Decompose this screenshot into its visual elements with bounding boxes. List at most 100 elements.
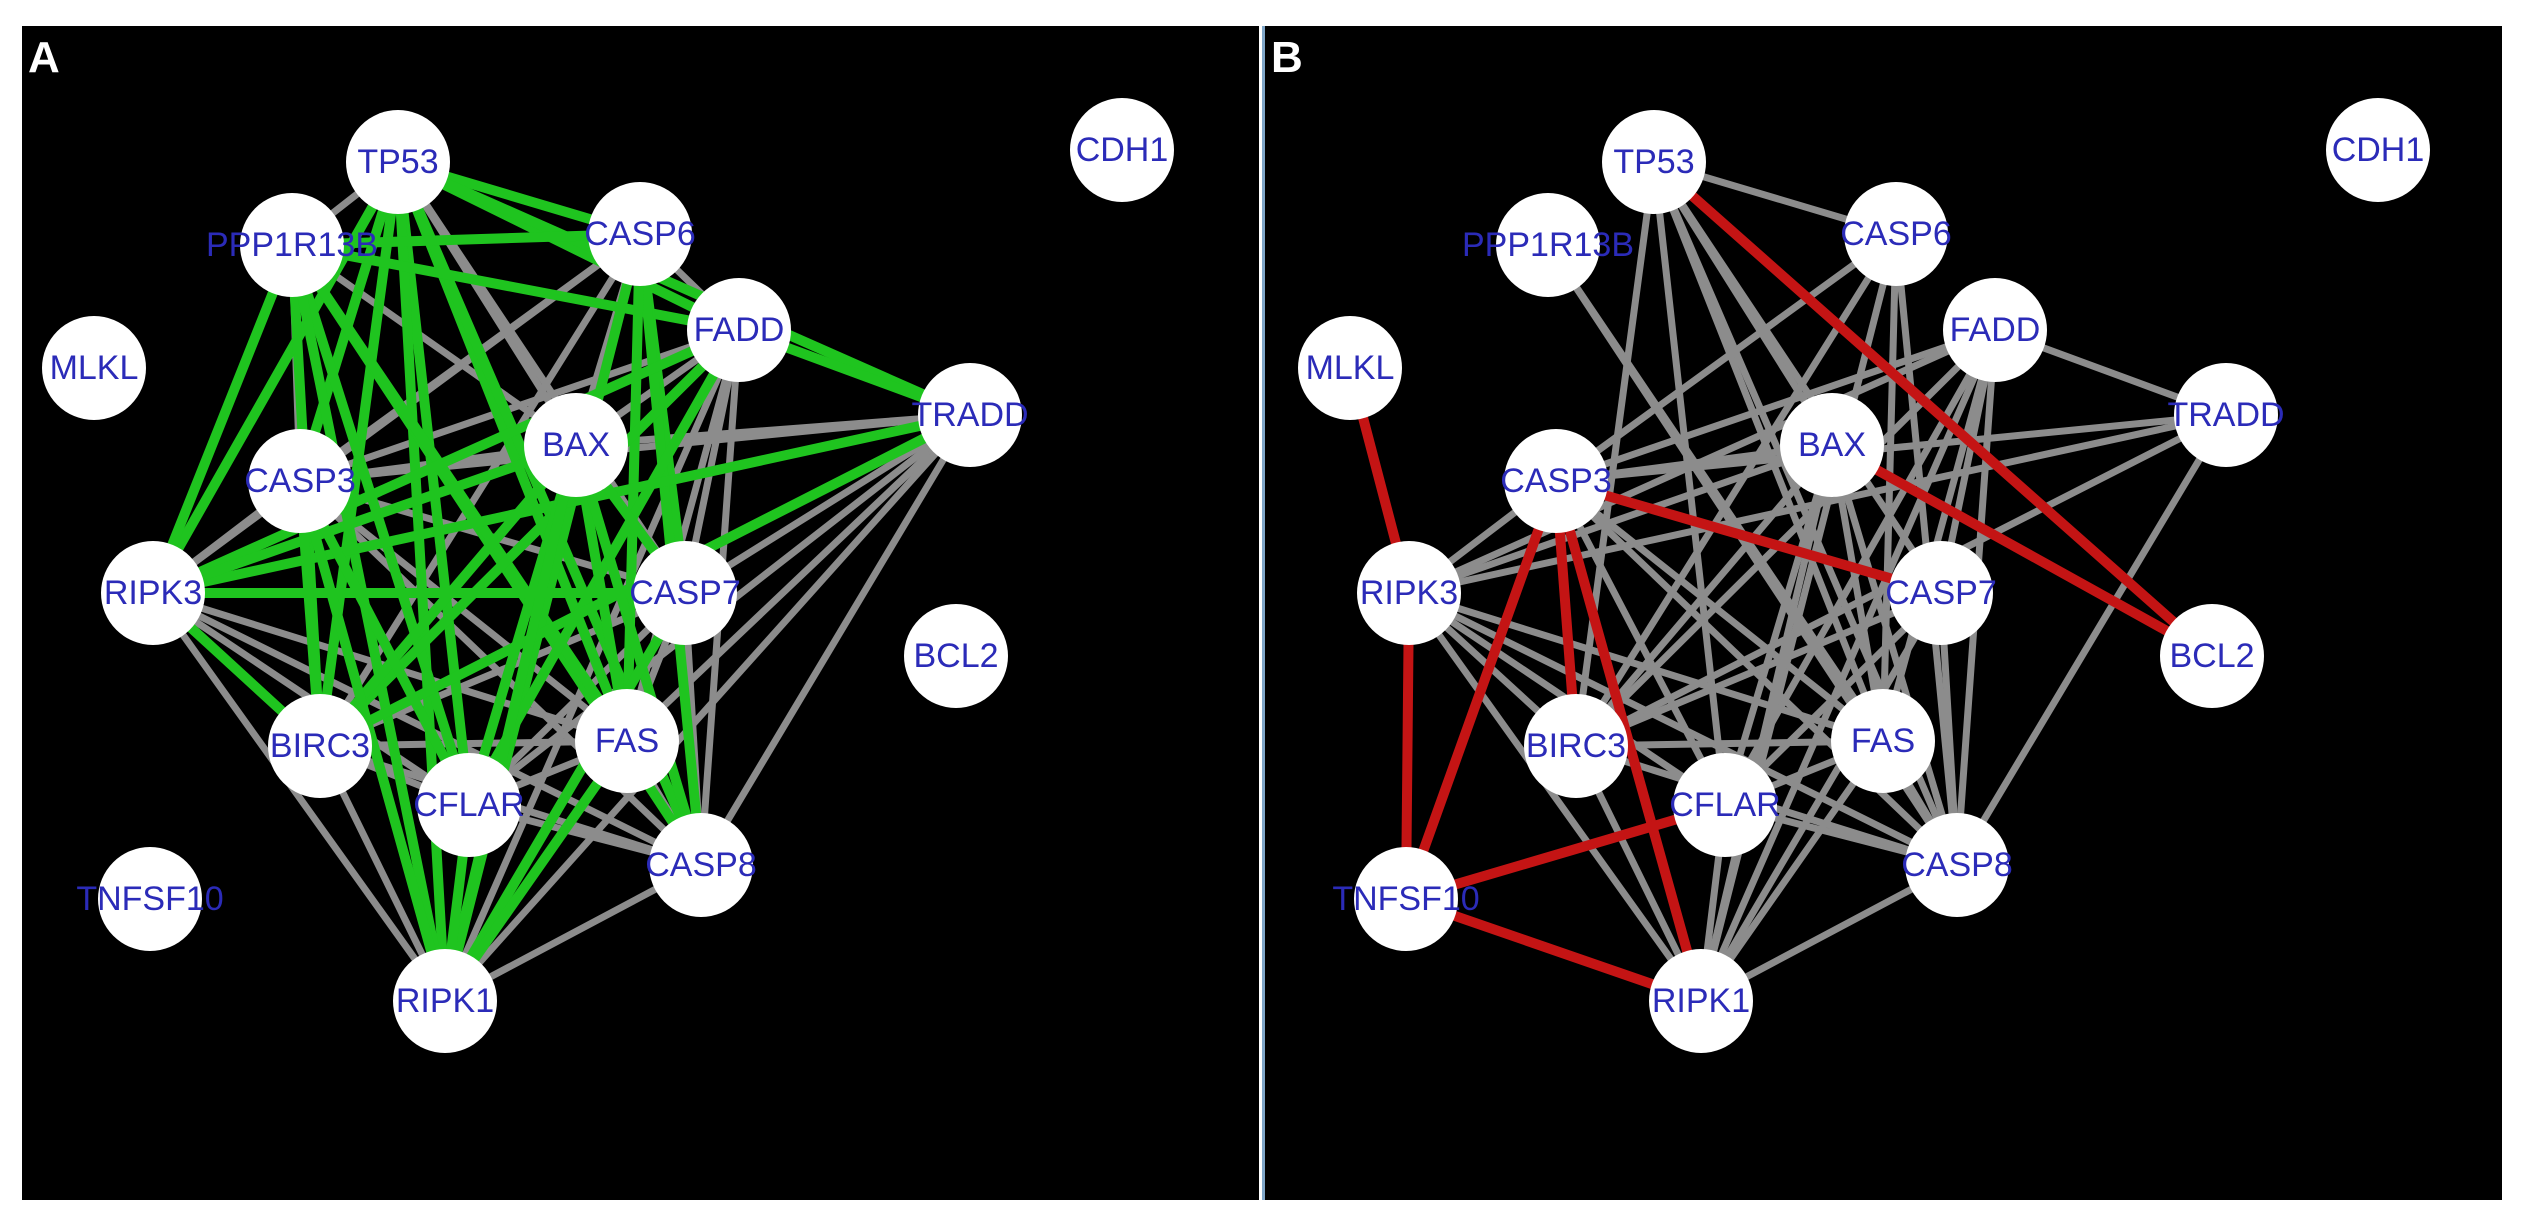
- edge-casp3-ripk1: [295, 476, 450, 1006]
- node-label: TP53: [357, 143, 438, 181]
- node-casp8[interactable]: CASP8: [645, 813, 757, 917]
- node-circle: [98, 847, 202, 951]
- node-circle: [1889, 541, 1993, 645]
- node-label: BAX: [1798, 426, 1866, 464]
- node-label: TP53: [1613, 143, 1694, 181]
- node-label: PPP1R13B: [1462, 226, 1634, 264]
- edge-bax-ripk1: [440, 440, 581, 1006]
- node-circle: [1357, 541, 1461, 645]
- edge-casp6-casp3: [1552, 230, 1900, 485]
- node-tp53[interactable]: TP53: [1602, 110, 1706, 214]
- node-ripk1[interactable]: RIPK1: [393, 949, 497, 1053]
- node-label: BIRC3: [1526, 727, 1626, 765]
- edge-tnfsf10-ripk1: [1401, 894, 1706, 1006]
- node-casp6[interactable]: CASP6: [584, 182, 696, 286]
- node-cflar[interactable]: CFLAR: [413, 753, 525, 857]
- node-casp7[interactable]: CASP7: [1885, 541, 1997, 645]
- node-label: CFLAR: [413, 786, 524, 824]
- node-fadd[interactable]: FADD: [687, 278, 791, 382]
- edge-tp53-ripk3: [148, 157, 403, 598]
- node-casp3[interactable]: CASP3: [244, 429, 356, 533]
- node-label: CASP6: [584, 215, 696, 253]
- node-casp7[interactable]: CASP7: [629, 541, 741, 645]
- node-mlkl[interactable]: MLKL: [1298, 316, 1402, 420]
- node-label: CDH1: [2332, 131, 2425, 169]
- node-circle: [1831, 689, 1935, 793]
- edge-tp53-ripk1: [393, 157, 450, 1006]
- node-fas[interactable]: FAS: [575, 689, 679, 793]
- node-circle: [417, 753, 521, 857]
- node-birc3[interactable]: BIRC3: [1524, 694, 1628, 798]
- node-bax[interactable]: BAX: [1780, 393, 1884, 497]
- node-circle: [1602, 110, 1706, 214]
- node-tp53[interactable]: TP53: [346, 110, 450, 214]
- node-label: TRADD: [2167, 396, 2284, 434]
- node-tradd[interactable]: TRADD: [911, 363, 1029, 467]
- edge-bax-casp8: [571, 440, 706, 870]
- node-circle: [393, 949, 497, 1053]
- node-label: RIPK3: [1360, 574, 1458, 612]
- edge-bax-bcl2: [1827, 440, 2217, 661]
- edge-fadd-ripk3: [148, 325, 744, 598]
- panel-label-a: A: [28, 33, 60, 82]
- node-tradd[interactable]: TRADD: [2167, 363, 2285, 467]
- node-label: CFLAR: [1669, 786, 1780, 824]
- node-label: MLKL: [1306, 349, 1395, 387]
- edge-bax-ripk3: [1405, 441, 1836, 597]
- edge-casp3-ripk1: [1551, 476, 1706, 1006]
- node-casp3[interactable]: CASP3: [1500, 429, 1612, 533]
- node-cdh1[interactable]: CDH1: [1070, 98, 1174, 202]
- node-tnfsf10[interactable]: TNFSF10: [76, 847, 224, 951]
- edge-tp53-tradd: [393, 157, 975, 420]
- edge-ppp1r13b-fas: [287, 240, 632, 746]
- edge-casp7-ripk1: [440, 588, 690, 1006]
- edge-casp3-cflar: [295, 476, 474, 810]
- node-label: TNFSF10: [76, 880, 223, 918]
- edge-ripk3-ripk1: [149, 589, 449, 1005]
- node-circle: [1070, 98, 1174, 202]
- node-mlkl[interactable]: MLKL: [42, 316, 146, 420]
- node-ripk3[interactable]: RIPK3: [1357, 541, 1461, 645]
- node-label: CASP3: [244, 462, 356, 500]
- node-casp8[interactable]: CASP8: [1901, 813, 2013, 917]
- edge-casp3-fas: [1552, 477, 1887, 745]
- node-ripk1[interactable]: RIPK1: [1649, 949, 1753, 1053]
- node-circle: [248, 429, 352, 533]
- node-tnfsf10[interactable]: TNFSF10: [1332, 847, 1480, 951]
- node-label: MLKL: [50, 349, 139, 387]
- edge-fadd-casp3: [296, 326, 743, 485]
- edge-ppp1r13b-cflar: [287, 240, 474, 810]
- node-cdh1[interactable]: CDH1: [2326, 98, 2430, 202]
- node-bcl2[interactable]: BCL2: [2160, 604, 2264, 708]
- edge-tp53-casp7: [1650, 158, 1945, 597]
- node-fadd[interactable]: FADD: [1943, 278, 2047, 382]
- node-ppp1r13b[interactable]: PPP1R13B: [1462, 193, 1634, 297]
- node-circle: [268, 694, 372, 798]
- node-circle: [918, 363, 1022, 467]
- node-label: CASP7: [1885, 574, 1997, 612]
- node-ripk3[interactable]: RIPK3: [101, 541, 205, 645]
- node-label: CASP8: [1901, 846, 2013, 884]
- node-circle: [687, 278, 791, 382]
- node-bcl2[interactable]: BCL2: [904, 604, 1008, 708]
- edge-layer: [1345, 157, 2230, 1006]
- node-casp6[interactable]: CASP6: [1840, 182, 1952, 286]
- node-fas[interactable]: FAS: [1831, 689, 1935, 793]
- node-birc3[interactable]: BIRC3: [268, 694, 372, 798]
- node-label: FADD: [694, 311, 785, 349]
- edge-ripk3-fas: [1405, 589, 1887, 745]
- node-label: RIPK3: [104, 574, 202, 612]
- node-label: FAS: [595, 722, 659, 760]
- node-ppp1r13b[interactable]: PPP1R13B: [206, 193, 378, 297]
- node-circle: [240, 193, 344, 297]
- node-circle: [1943, 278, 2047, 382]
- node-circle: [575, 689, 679, 793]
- node-cflar[interactable]: CFLAR: [1669, 753, 1781, 857]
- edge-tradd-casp8: [1953, 411, 2230, 869]
- node-bax[interactable]: BAX: [524, 393, 628, 497]
- node-label: RIPK1: [396, 982, 494, 1020]
